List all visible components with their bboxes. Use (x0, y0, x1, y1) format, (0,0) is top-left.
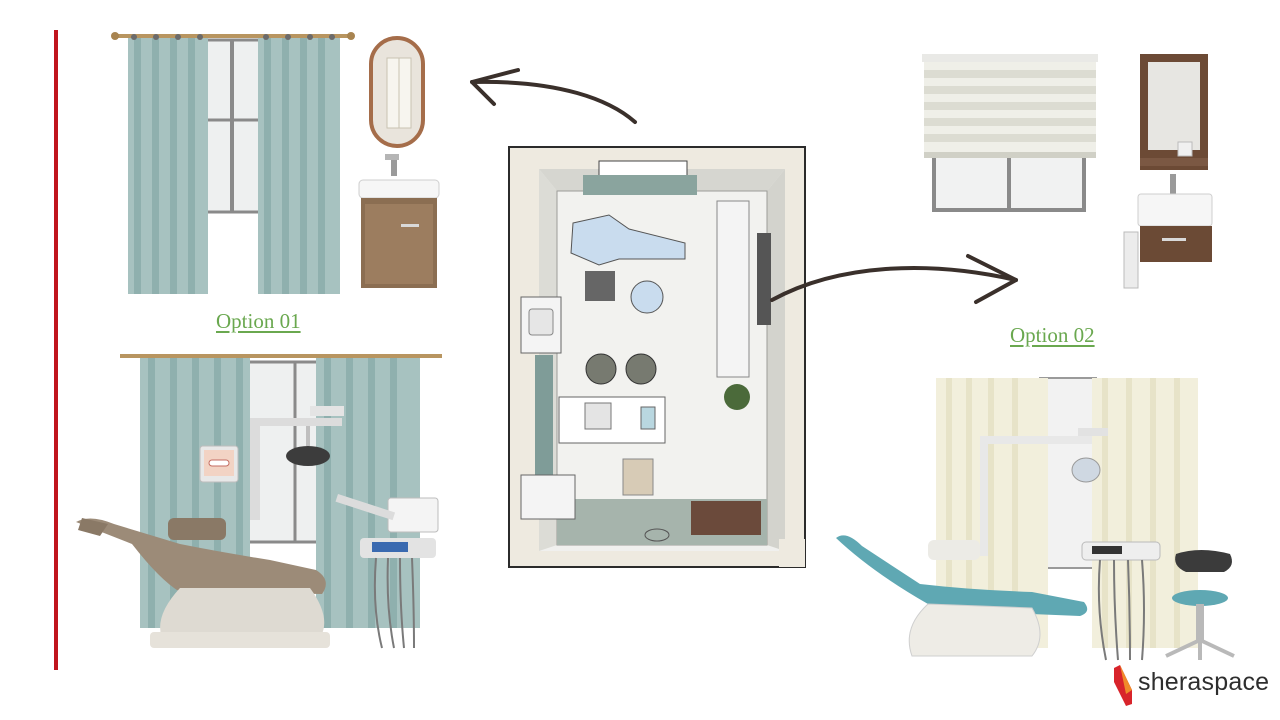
option1-vanity-image (358, 154, 440, 288)
brand-logo: sheraspace (1112, 664, 1272, 706)
brand-name: sheraspace (1138, 668, 1270, 696)
arrow-to-option2 (770, 254, 1018, 304)
option1-curtain-image (111, 32, 355, 294)
oval-mirror-image (369, 36, 425, 148)
option2-vanity-image (1123, 174, 1213, 289)
brand-mark-icon (1114, 665, 1132, 706)
option-01-label: Option 01 (216, 309, 301, 333)
option1-dental-chair-image (76, 354, 442, 649)
option2-dental-chair-image (836, 377, 1235, 661)
accent-line (54, 30, 58, 670)
option-02-label: Option 02 (1010, 323, 1095, 347)
option2-blind-image (922, 54, 1098, 212)
floor-plan-image (508, 146, 806, 568)
arrow-to-option1 (470, 68, 637, 124)
option2-mirror-image (1140, 54, 1208, 170)
